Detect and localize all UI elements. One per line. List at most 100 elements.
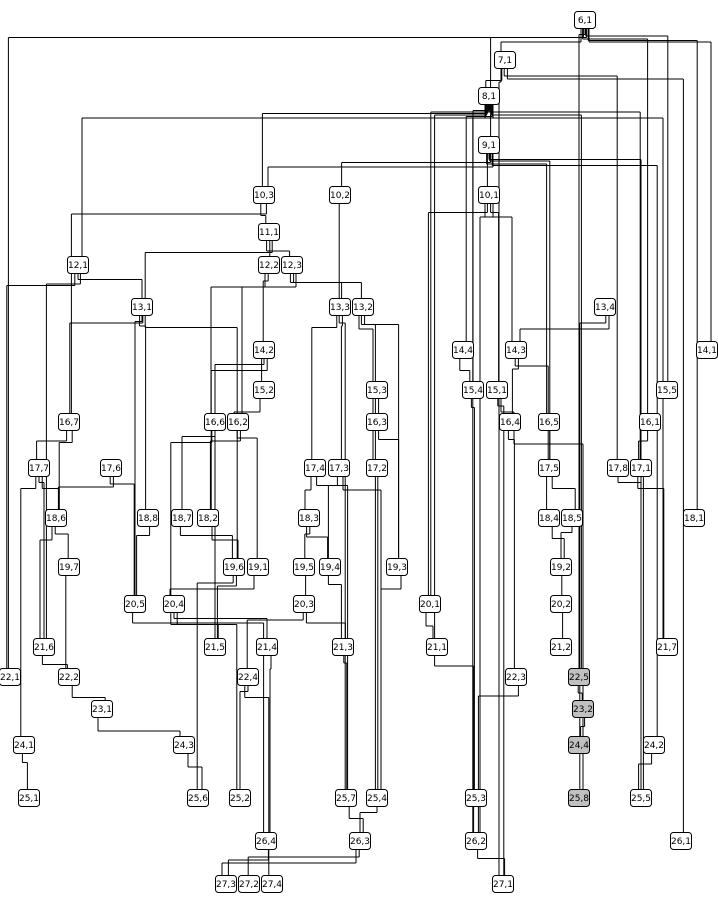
- node-17-7[interactable]: 17,7: [28, 459, 50, 477]
- node-box: [670, 832, 692, 850]
- node-19-5[interactable]: 19,5: [293, 558, 315, 576]
- node-22-4[interactable]: 22,4: [237, 668, 259, 686]
- node-21-3[interactable]: 21,3: [332, 638, 354, 656]
- node-19-2[interactable]: 19,2: [550, 558, 572, 576]
- node-20-4[interactable]: 20,4: [163, 595, 185, 613]
- node-18-4[interactable]: 18,4: [538, 509, 560, 527]
- node-14-1[interactable]: 14,1: [696, 341, 718, 359]
- node-26-3[interactable]: 26,3: [349, 832, 371, 850]
- node-7-1[interactable]: 7,1: [494, 51, 516, 69]
- node-18-7[interactable]: 18,7: [171, 509, 193, 527]
- node-22-3[interactable]: 22,3: [505, 668, 527, 686]
- node-25-7[interactable]: 25,7: [335, 789, 357, 807]
- node-box: [91, 700, 113, 718]
- node-25-3[interactable]: 25,3: [465, 789, 487, 807]
- node-26-1[interactable]: 26,1: [670, 832, 692, 850]
- node-22-2[interactable]: 22,2: [58, 668, 80, 686]
- node-24-1[interactable]: 24,1: [13, 736, 35, 754]
- node-13-4[interactable]: 13,4: [594, 298, 616, 316]
- node-17-1[interactable]: 17,1: [630, 459, 652, 477]
- node-box: [58, 668, 80, 686]
- node-17-6[interactable]: 17,6: [100, 459, 122, 477]
- node-23-2[interactable]: 23,2: [572, 700, 594, 718]
- node-8-1[interactable]: 8,1: [478, 87, 500, 105]
- node-17-2[interactable]: 17,2: [366, 459, 388, 477]
- node-25-6[interactable]: 25,6: [187, 789, 209, 807]
- node-14-2[interactable]: 14,2: [253, 341, 275, 359]
- node-18-5[interactable]: 18,5: [561, 509, 583, 527]
- node-20-1[interactable]: 20,1: [419, 595, 441, 613]
- node-box: [630, 459, 652, 477]
- node-22-1[interactable]: 22,1: [0, 668, 21, 686]
- node-12-1[interactable]: 12,1: [67, 256, 89, 274]
- node-label: 16,4: [500, 418, 520, 428]
- node-23-1[interactable]: 23,1: [91, 700, 113, 718]
- node-22-5[interactable]: 22,5: [568, 668, 590, 686]
- node-21-2[interactable]: 21,2: [550, 638, 572, 656]
- node-label: 22,5: [569, 673, 589, 683]
- node-16-6[interactable]: 16,6: [204, 413, 226, 431]
- node-10-1[interactable]: 10,1: [478, 186, 500, 204]
- node-24-3[interactable]: 24,3: [173, 736, 195, 754]
- node-21-5[interactable]: 21,5: [204, 638, 226, 656]
- node-24-2[interactable]: 24,2: [643, 736, 665, 754]
- node-15-5[interactable]: 15,5: [656, 381, 678, 399]
- node-13-3[interactable]: 13,3: [329, 298, 351, 316]
- node-25-2[interactable]: 25,2: [229, 789, 251, 807]
- node-21-7[interactable]: 21,7: [656, 638, 678, 656]
- node-25-1[interactable]: 25,1: [18, 789, 40, 807]
- node-18-2[interactable]: 18,2: [197, 509, 219, 527]
- node-18-3[interactable]: 18,3: [298, 509, 320, 527]
- node-16-4[interactable]: 16,4: [499, 413, 521, 431]
- node-11-1[interactable]: 11,1: [258, 223, 280, 241]
- node-27-4[interactable]: 27,4: [261, 875, 283, 893]
- node-27-2[interactable]: 27,2: [238, 875, 260, 893]
- node-16-2[interactable]: 16,2: [227, 413, 249, 431]
- node-18-8[interactable]: 18,8: [137, 509, 159, 527]
- node-14-4[interactable]: 14,4: [452, 341, 474, 359]
- node-21-1[interactable]: 21,1: [426, 638, 448, 656]
- node-17-4[interactable]: 17,4: [304, 459, 326, 477]
- node-18-1[interactable]: 18,1: [683, 509, 705, 527]
- node-18-6[interactable]: 18,6: [45, 509, 67, 527]
- node-19-3[interactable]: 19,3: [386, 558, 408, 576]
- node-12-2[interactable]: 12,2: [258, 256, 280, 274]
- node-27-3[interactable]: 27,3: [215, 875, 237, 893]
- node-20-3[interactable]: 20,3: [293, 595, 315, 613]
- node-25-8[interactable]: 25,8: [568, 789, 590, 807]
- node-17-5[interactable]: 17,5: [538, 459, 560, 477]
- node-12-3[interactable]: 12,3: [281, 256, 303, 274]
- node-19-6[interactable]: 19,6: [223, 558, 245, 576]
- node-13-2[interactable]: 13,2: [352, 298, 374, 316]
- node-10-3[interactable]: 10,3: [253, 186, 275, 204]
- node-19-1[interactable]: 19,1: [247, 558, 269, 576]
- node-17-8[interactable]: 17,8: [607, 459, 629, 477]
- node-14-3[interactable]: 14,3: [505, 341, 527, 359]
- node-15-2[interactable]: 15,2: [253, 381, 275, 399]
- node-25-5[interactable]: 25,5: [630, 789, 652, 807]
- node-19-4[interactable]: 19,4: [319, 558, 341, 576]
- node-24-4[interactable]: 24,4: [568, 736, 590, 754]
- node-box: [319, 558, 341, 576]
- node-19-7[interactable]: 19,7: [58, 558, 80, 576]
- node-6-1[interactable]: 6,1: [574, 11, 596, 29]
- node-21-6[interactable]: 21,6: [33, 638, 55, 656]
- node-17-3[interactable]: 17,3: [328, 459, 350, 477]
- node-16-1[interactable]: 16,1: [639, 413, 661, 431]
- node-10-2[interactable]: 10,2: [329, 186, 351, 204]
- node-15-3[interactable]: 15,3: [366, 381, 388, 399]
- node-15-1[interactable]: 15,1: [486, 381, 508, 399]
- node-13-1[interactable]: 13,1: [131, 298, 153, 316]
- node-26-2[interactable]: 26,2: [465, 832, 487, 850]
- node-16-5[interactable]: 16,5: [538, 413, 560, 431]
- node-16-3[interactable]: 16,3: [366, 413, 388, 431]
- node-20-2[interactable]: 20,2: [550, 595, 572, 613]
- node-27-1[interactable]: 27,1: [492, 875, 514, 893]
- node-20-5[interactable]: 20,5: [124, 595, 146, 613]
- node-9-1[interactable]: 9,1: [478, 136, 500, 154]
- node-16-7[interactable]: 16,7: [58, 413, 80, 431]
- node-21-4[interactable]: 21,4: [256, 638, 278, 656]
- node-26-4[interactable]: 26,4: [255, 832, 277, 850]
- node-15-4[interactable]: 15,4: [462, 381, 484, 399]
- node-25-4[interactable]: 25,4: [366, 789, 388, 807]
